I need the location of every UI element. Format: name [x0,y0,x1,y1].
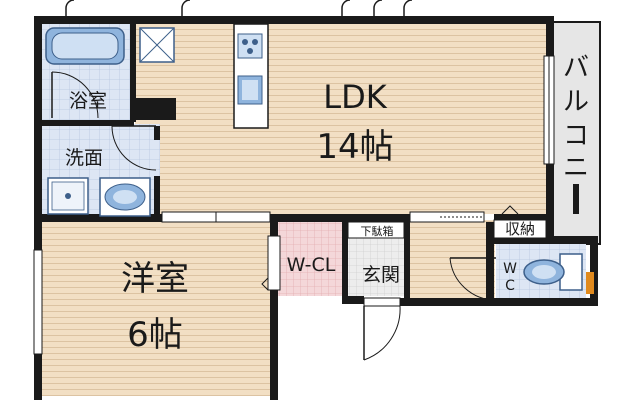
wc-label-line1: W [503,261,517,277]
washroom-label: 洗面 [65,147,103,169]
shoe-box [347,221,405,239]
washbasin-icon [99,177,151,217]
western-room-window [33,249,43,355]
toilet-icon [523,253,583,291]
hall-floor [410,220,495,300]
balcony-window [543,55,555,165]
balcony-label: バ ル コ ニ ー [563,53,589,214]
shoe-box-label: 下駄箱 [361,224,394,238]
wc-label-line2: C [505,278,515,294]
bath-label: 浴室 [69,90,107,112]
wc-accent-mark [586,272,594,294]
wcl-opening [261,235,281,291]
western-room-label: 洋室 [121,259,189,299]
balcony-char: ニ [563,153,589,183]
washing-machine-pan-icon [47,177,89,215]
wc-door-swing [449,257,497,301]
refrigerator-space-icon [139,27,175,63]
hall-sliding-door[interactable] [409,211,485,223]
entrance-label: 玄関 [362,264,400,286]
wcl-label: W-CL [287,254,336,276]
entrance-floor [348,238,410,296]
balcony-char: ル [563,87,589,117]
ldk-floor-extension [160,120,300,220]
wcl-floor [278,222,346,296]
bath-door-swing [51,71,99,119]
storage-label: 収納 [505,220,535,238]
balcony-char-dash [573,184,579,214]
balcony-char: バ [563,53,589,83]
washroom-door-swing [111,125,157,171]
ldk-size-label: 14帖 [316,127,393,167]
windows-top [65,0,413,16]
storage-closet [493,205,547,239]
western-room-sliding-door[interactable] [161,211,271,223]
stove-icon [237,33,263,59]
western-room-floor [40,222,272,396]
bathtub-icon [45,27,125,65]
entrance-door[interactable] [363,297,401,361]
western-room-size-label: 6帖 [127,315,183,355]
ldk-label: LDK [323,78,387,116]
kitchen-counter [233,23,269,129]
balcony-char: コ [563,121,589,151]
